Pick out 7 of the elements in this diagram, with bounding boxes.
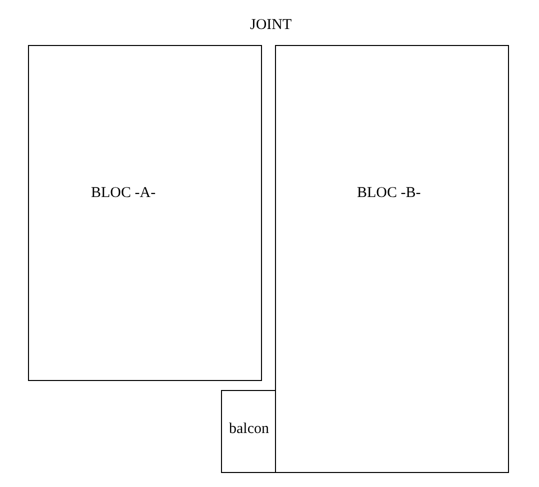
joint-label: JOINT [250,18,292,33]
building-block [28,45,262,381]
block-label: BLOC -A- [91,186,156,201]
block-label: balcon [229,422,269,437]
block-label: BLOC -B- [357,186,421,201]
building-block [275,45,509,473]
building-block [221,390,276,473]
